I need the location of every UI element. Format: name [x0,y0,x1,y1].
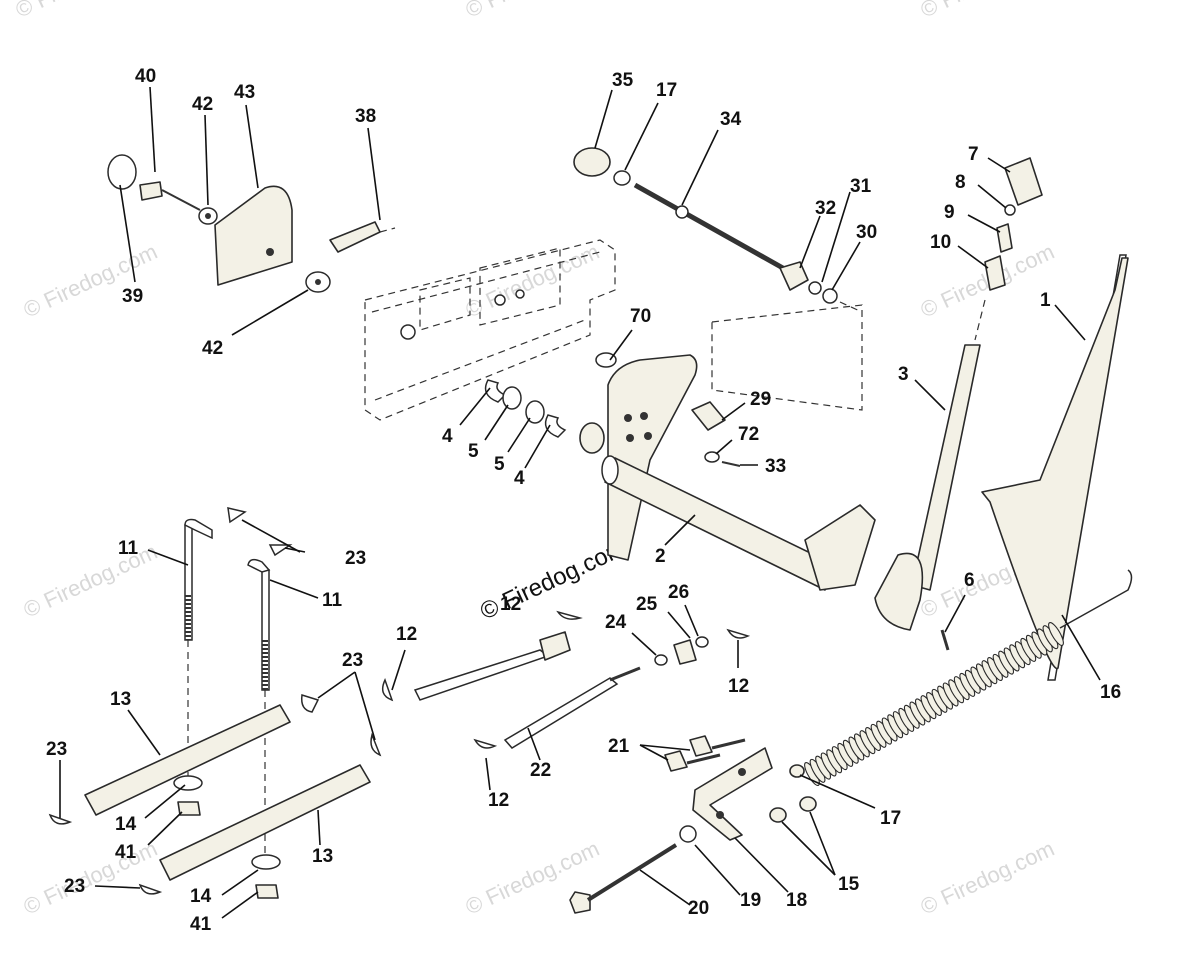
pedal-plate-part [607,354,698,561]
callout-12: 12 [488,790,509,811]
spring-coil [1048,622,1064,646]
callout-8: 8 [955,172,966,193]
watermark-text: © Firedog.com [20,836,162,920]
hairpin-clips [48,507,751,895]
callout-16: 16 [1100,682,1121,703]
callout-42: 42 [202,338,223,359]
callout-4: 4 [442,426,453,447]
bolt-part [691,401,726,431]
callout-41: 41 [190,914,212,935]
callout-7: 7 [968,144,979,165]
lever-tube-part [911,344,981,591]
callout-12: 12 [728,676,749,697]
handle-grip-part [1004,157,1043,206]
callout-26: 26 [668,582,689,603]
extension-spring-part [804,622,1064,786]
callout-1: 1 [1040,290,1051,311]
small-spring-part [984,255,1006,291]
callout-23: 23 [342,650,363,671]
callout-41: 41 [115,842,137,863]
watermark-text: © Firedog.com [20,239,162,323]
callout-17: 17 [656,80,677,101]
shaft-tube-part [604,457,836,591]
callout-14: 14 [115,814,137,835]
lift-link-assembly [84,518,371,899]
adjuster-rod-assembly [573,147,863,313]
callout-20: 20 [688,898,709,919]
callout-70: 70 [630,306,651,327]
callout-30: 30 [856,222,877,243]
callout-17: 17 [880,808,901,829]
watermark-text: © Firedog.com [917,836,1059,920]
callout-2: 2 [655,546,666,567]
callout-29: 29 [750,389,771,410]
callout-33: 33 [765,456,786,477]
lift-link-lower-part [159,764,371,881]
callout-21: 21 [608,736,630,757]
watermark-text: © Firedog.com [20,539,162,623]
callout-13: 13 [312,846,333,867]
callout-labels: 40 42 43 38 39 42 35 17 34 7 8 9 10 31 3… [46,66,1121,935]
watermark-group: © Firedog.com © Firedog.com © Firedog.co… [12,0,1059,920]
callout-18: 18 [786,890,807,911]
callout-34: 34 [720,109,742,130]
spring-part [779,261,809,291]
angle-bracket-part [692,747,773,841]
knob-cap-part [573,147,611,177]
callout-72: 72 [738,424,759,445]
callout-12: 12 [500,594,521,615]
callout-23: 23 [46,739,67,760]
clip-part [329,221,381,253]
callout-32: 32 [815,198,836,219]
linkage-rods [413,631,709,749]
callout-5: 5 [494,454,505,475]
callout-22: 22 [530,760,551,781]
callout-5: 5 [468,441,479,462]
callout-3: 3 [898,364,909,385]
lever-bracket-part [874,552,924,631]
callout-23: 23 [345,548,366,569]
spring-bracket-assembly [569,569,1133,914]
callout-43: 43 [234,82,255,103]
watermark-text: © Firedog.com [462,239,604,323]
callout-42: 42 [192,94,213,115]
shaft-arm-part [804,504,876,591]
leader-lines [59,86,1101,919]
callout-25: 25 [636,594,658,615]
lift-lever-assembly [874,157,1129,681]
callout-39: 39 [122,286,143,307]
callout-11: 11 [322,590,343,611]
callout-24: 24 [605,612,627,633]
cross-shaft-assembly [484,352,876,591]
callout-23: 23 [64,876,85,897]
knob-ring-part [107,154,137,190]
long-bolt-head-part [569,891,591,914]
watermark-text: © Firedog.com [462,0,604,23]
knob-assembly [107,154,396,293]
callout-31: 31 [850,176,872,197]
callout-4: 4 [514,468,525,489]
index-bracket-part [214,185,293,286]
lift-link-upper-part [84,704,291,816]
watermark-text: © Firedog.com [917,0,1059,23]
bolt-head-part [139,181,163,201]
callout-14: 14 [190,886,212,907]
frame-chassis [364,239,863,421]
watermark-text: © Firedog.com [12,0,154,23]
callout-35: 35 [612,70,634,91]
callout-11: 11 [118,538,139,559]
callout-9: 9 [944,202,955,223]
callout-10: 10 [930,232,951,253]
callout-6: 6 [964,570,975,591]
callout-15: 15 [838,874,860,895]
callout-19: 19 [740,890,761,911]
callout-13: 13 [110,689,131,710]
lift-rod-part [981,257,1129,670]
callout-38: 38 [355,106,376,127]
callout-40: 40 [135,66,156,87]
callout-12: 12 [396,624,417,645]
